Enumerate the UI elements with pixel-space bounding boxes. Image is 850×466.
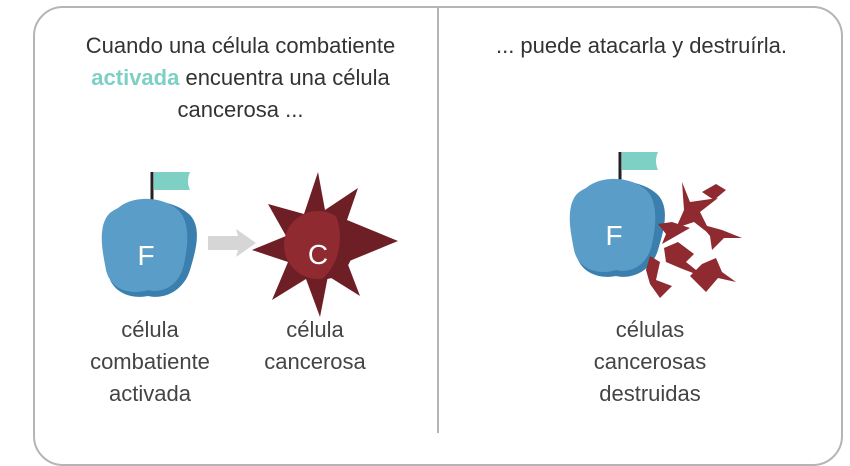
left-panel-caption: Cuando una célula combatiente activada e…: [48, 30, 433, 126]
label-line: cancerosas: [593, 349, 707, 374]
label-line: activada: [109, 381, 191, 406]
label-line: combatiente: [90, 349, 210, 374]
caption-text-end: encuentra una célula cancerosa ...: [177, 65, 390, 122]
fragment-1: [676, 182, 718, 236]
flag-icon: [622, 152, 658, 170]
panel-divider: [437, 7, 439, 433]
fighter-cell-label: célula combatiente activada: [70, 314, 230, 410]
fragment-2: [658, 222, 690, 244]
label-line: destruidas: [599, 381, 701, 406]
caption-highlight: activada: [91, 65, 180, 90]
fighter-letter: F: [605, 220, 622, 251]
fragment-5: [690, 258, 736, 292]
fragment-3: [700, 224, 742, 250]
fighter-cell-left: F: [101, 172, 197, 297]
fighter-cell-body: [101, 198, 188, 292]
cancer-cell: C: [252, 172, 398, 317]
fragment-7: [702, 184, 726, 200]
label-line: célula: [121, 317, 179, 342]
cancer-cell-label: célula cancerosa: [240, 314, 390, 378]
cancer-letter: C: [308, 239, 328, 270]
label-line: células: [615, 317, 685, 342]
fragment-4: [664, 242, 706, 278]
fragment-6: [646, 256, 672, 298]
flag-icon: [154, 172, 190, 190]
fighter-letter: F: [137, 240, 154, 271]
cancer-fragments: [646, 182, 742, 298]
label-line: célula: [286, 317, 344, 342]
fighter-cell-right: F: [569, 152, 665, 277]
right-panel-caption: ... puede atacarla y destruírla.: [495, 33, 788, 58]
destroyed-cells-label: células cancerosas destruidas: [560, 314, 740, 410]
illustration: F C F: [101, 152, 742, 317]
label-line: cancerosa: [264, 349, 366, 374]
arrow-icon: [208, 229, 256, 257]
caption-text-start: Cuando una célula combatiente: [85, 33, 396, 58]
fighter-cell-body: [569, 178, 656, 272]
cancer-cell-shadow: [322, 216, 353, 280]
